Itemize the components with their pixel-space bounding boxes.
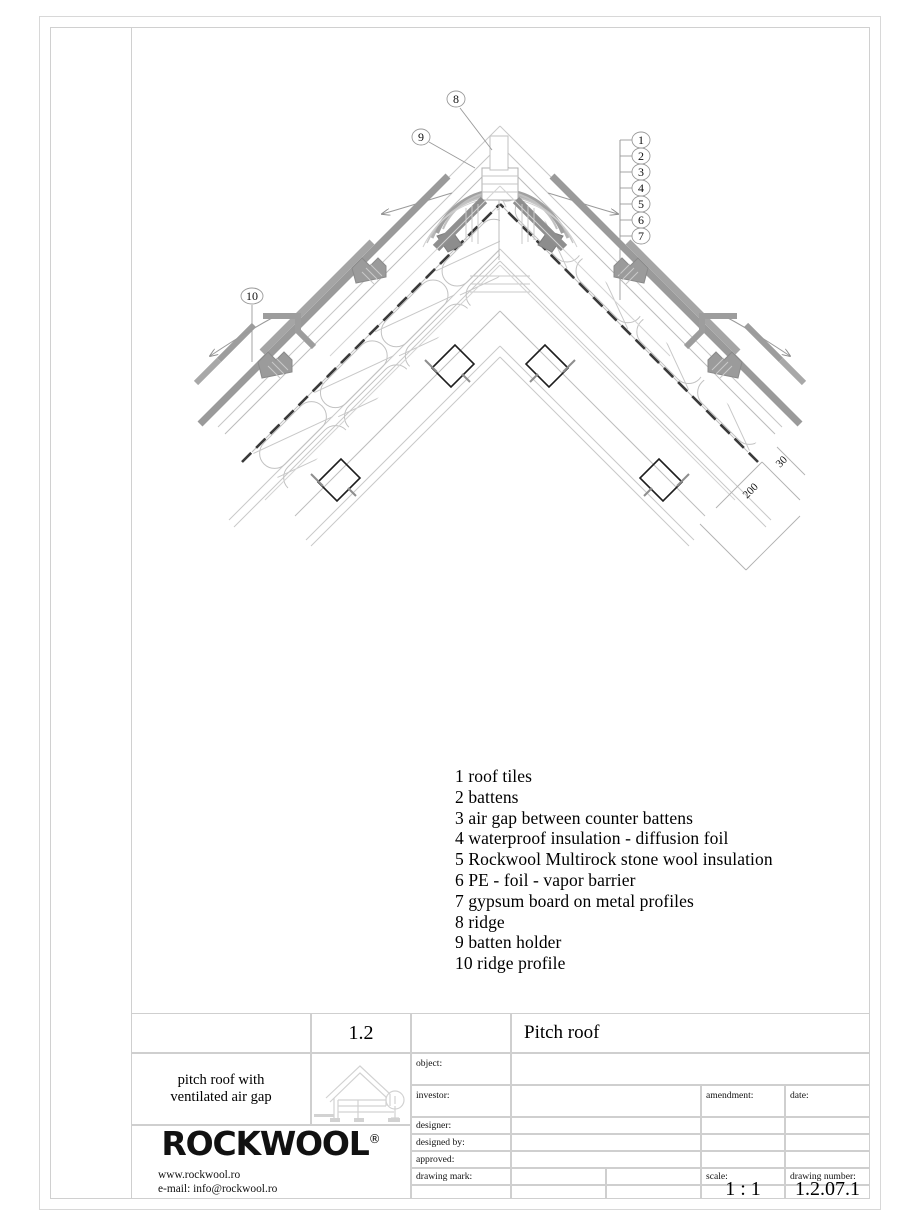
scale-value: 1 : 1 xyxy=(725,1177,761,1200)
callout-balloon-10: 10 xyxy=(240,287,264,305)
house-section-thumbnail-cell xyxy=(311,1053,411,1125)
field-drawing-mark-extra[interactable] xyxy=(606,1168,701,1185)
field-label-date: date: xyxy=(790,1090,809,1101)
sheet-margin-divider xyxy=(131,27,132,1199)
product-name-cell: pitch roof with ventilated air gap xyxy=(131,1053,311,1125)
sheet-title-cell: Pitch roof xyxy=(511,1013,870,1053)
callout-number: 6 xyxy=(638,213,644,227)
legend-item: 7 gypsum board on metal profiles xyxy=(455,890,694,911)
callout-number: 10 xyxy=(246,289,258,303)
callout-number: 2 xyxy=(638,149,644,163)
legend-item: 9 batten holder xyxy=(455,932,562,953)
section-number: 1.2 xyxy=(348,1021,374,1044)
house-section-icon xyxy=(314,1065,405,1122)
dimension-label: 30 xyxy=(774,454,791,471)
date-row-1[interactable] xyxy=(785,1117,870,1134)
field-amendment-label-cell: amendment: xyxy=(701,1085,785,1117)
field-label-investor: investor: xyxy=(416,1090,450,1101)
section-number-cell: 1.2 xyxy=(311,1013,411,1053)
field-date-label-cell: date: xyxy=(785,1085,870,1117)
field-label-scale: scale: xyxy=(706,1171,728,1182)
legend-item: 6 PE - foil - vapor barrier xyxy=(455,869,636,890)
callout-balloon-1: 1 xyxy=(631,131,651,149)
callout-balloon-3: 3 xyxy=(631,163,651,181)
rockwool-logo: ROCKWOOL® xyxy=(161,1127,380,1160)
field-object-value[interactable] xyxy=(511,1053,870,1085)
callout-number: 5 xyxy=(638,197,644,211)
callout-balloon-6: 6 xyxy=(631,211,651,229)
brand-block: ROCKWOOL® www.rockwool.ro e-mail: info@r… xyxy=(131,1125,411,1199)
date-row-3[interactable] xyxy=(785,1151,870,1168)
legend-item: 1 roof tiles xyxy=(455,766,533,786)
dimension-label: 200 xyxy=(741,481,762,502)
callout-number: 9 xyxy=(418,130,424,144)
legend-item: 10 ridge profile xyxy=(455,953,566,974)
sheet-title: Pitch roof xyxy=(524,1022,600,1043)
field-label-designer: designer: xyxy=(416,1120,452,1131)
callout-number: 3 xyxy=(638,165,644,179)
title-block: 1.2 Pitch roof pitch roof with ventilate… xyxy=(131,1013,870,1200)
amendment-row-2[interactable] xyxy=(701,1134,785,1151)
legend-item: 2 battens xyxy=(455,786,519,807)
callout-balloon-9: 9 xyxy=(411,128,431,146)
product-name-line2: ventilated air gap xyxy=(170,1089,272,1105)
contact-info: www.rockwool.ro e-mail: info@rockwool.ro xyxy=(158,1169,277,1196)
field-drawing-number-label-cell: drawing number: xyxy=(785,1168,870,1185)
legend-list: 1 roof tiles 2 battens 3 air gap between… xyxy=(455,766,875,974)
titleblock-blank-topleft xyxy=(131,1013,311,1053)
drawing-number-value: 1.2.07.1 xyxy=(795,1177,860,1200)
field-label-designed-by: designed by: xyxy=(416,1137,465,1148)
callout-number: 7 xyxy=(638,229,644,243)
sheet-border-outer xyxy=(39,16,881,1210)
amendment-row-3[interactable] xyxy=(701,1151,785,1168)
field-approved-value[interactable] xyxy=(511,1151,701,1168)
field-drawing-mark-value[interactable] xyxy=(511,1168,606,1185)
field-label-approved: approved: xyxy=(416,1154,455,1165)
field-label-object: object: xyxy=(416,1058,443,1069)
bottom-blank-1 xyxy=(411,1185,511,1199)
bottom-blank-2 xyxy=(511,1185,606,1199)
field-investor-label-cell: investor: xyxy=(411,1085,511,1117)
field-label-amendment: amendment: xyxy=(706,1090,754,1101)
callout-number: 8 xyxy=(453,92,459,106)
field-drawing-mark-label-cell: drawing mark: xyxy=(411,1168,511,1185)
callout-balloon-2: 2 xyxy=(631,147,651,165)
rockwool-wordmark: ROCKWOOL xyxy=(161,1124,369,1164)
legend-item: 5 Rockwool Multirock stone wool insulati… xyxy=(455,849,773,870)
field-label-drawing-mark: drawing mark: xyxy=(416,1171,473,1182)
field-scale-label-cell: scale: xyxy=(701,1168,785,1185)
field-investor-value[interactable] xyxy=(511,1085,701,1117)
date-row-2[interactable] xyxy=(785,1134,870,1151)
callout-balloon-5: 5 xyxy=(631,195,651,213)
field-designed-by-label-cell: designed by: xyxy=(411,1134,511,1151)
website-text: www.rockwool.ro xyxy=(158,1169,241,1182)
drawing-number-value-cell: 1.2.07.1 xyxy=(785,1178,870,1200)
field-designer-label-cell: designer: xyxy=(411,1117,511,1134)
roof-ridge-detail-drawing: 1 2 3 4 5 6 7 8 9 10 200 30 xyxy=(132,28,870,1008)
field-object-label-cell: object: xyxy=(411,1053,511,1085)
legend-item: 8 ridge xyxy=(455,911,505,932)
field-approved-label-cell: approved: xyxy=(411,1151,511,1168)
callout-number: 1 xyxy=(638,133,644,147)
field-designer-value[interactable] xyxy=(511,1117,701,1134)
amendment-row-1[interactable] xyxy=(701,1117,785,1134)
email-text: e-mail: info@rockwool.ro xyxy=(158,1183,278,1195)
callout-balloon-4: 4 xyxy=(631,179,651,197)
field-label-drawing-number: drawing number: xyxy=(790,1171,856,1182)
callout-balloon-7: 7 xyxy=(631,227,651,245)
callout-number: 4 xyxy=(638,181,644,195)
bottom-blank-3 xyxy=(606,1185,701,1199)
registered-trademark-icon: ® xyxy=(368,1132,381,1147)
callout-balloon-8: 8 xyxy=(446,90,466,108)
legend-item: 3 air gap between counter battens xyxy=(455,807,693,828)
legend-item: 4 waterproof insulation - diffusion foil xyxy=(455,828,729,849)
product-name: pitch roof with ventilated air gap xyxy=(170,1072,271,1106)
titleblock-blank-topmid xyxy=(411,1013,511,1053)
scale-value-cell: 1 : 1 xyxy=(701,1178,785,1200)
product-name-line1: pitch roof with xyxy=(177,1072,265,1088)
field-designed-by-value[interactable] xyxy=(511,1134,701,1151)
